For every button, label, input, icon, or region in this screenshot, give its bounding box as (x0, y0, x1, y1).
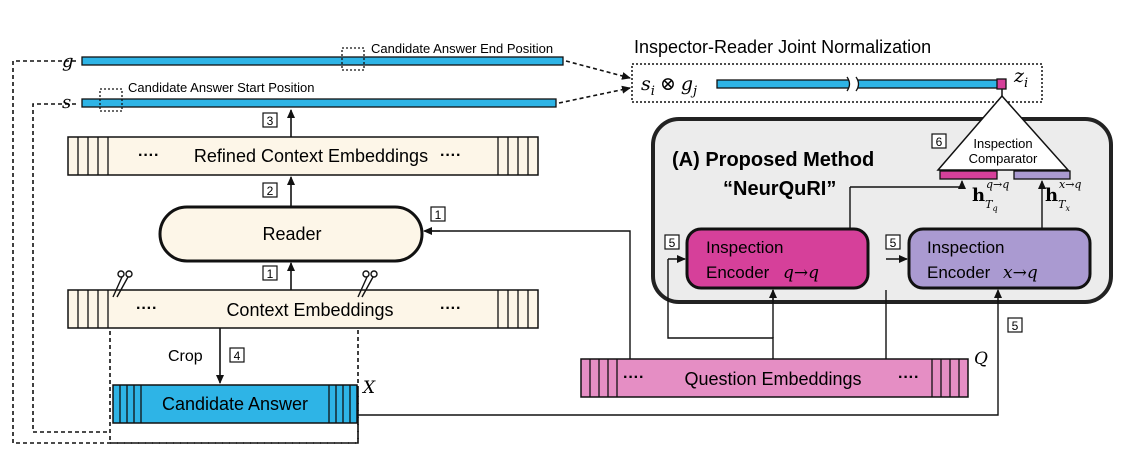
svg-text:q→q: q→q (783, 263, 819, 283)
step-6: 6 (931, 133, 947, 149)
svg-text:1: 1 (435, 208, 442, 222)
inspection-encoder-qq: Inspection Encoder q→q (685, 227, 870, 290)
end-position-label: Candidate Answer End Position (371, 41, 553, 56)
start-position-label: Candidate Answer Start Position (128, 80, 314, 95)
svg-text:5: 5 (890, 236, 897, 250)
refined-context-embeddings: ···· ···· Refined Context Embeddings (67, 136, 539, 176)
g-label: g (62, 51, 74, 72)
inspection-encoder-xq: Inspection Encoder x→q (907, 227, 1092, 290)
s-to-normalization-arrow (558, 85, 631, 104)
start-position-marker (99, 88, 123, 112)
method-title: (A) Proposed Method (672, 149, 874, 171)
crop-label: Crop (168, 348, 203, 365)
svg-text:1: 1 (267, 267, 274, 281)
reader-box: Reader (158, 205, 424, 263)
svg-text:Inspection: Inspection (706, 238, 784, 257)
end-position-bar (81, 56, 564, 66)
start-position-bar (81, 98, 557, 108)
outer-dashed-frame (12, 60, 359, 444)
step-3: 3 (262, 112, 278, 128)
step-2: 2 (262, 182, 278, 198)
zi-label: zi (1013, 65, 1028, 91)
svg-text:Inspection: Inspection (973, 136, 1032, 151)
scissors-icon (357, 270, 378, 298)
bar-break (846, 76, 860, 92)
g-to-normalization-arrow (565, 60, 631, 80)
zi-cell (996, 78, 1007, 90)
question-embeddings-label: Question Embeddings (684, 369, 861, 389)
step-5-mid: 5 (885, 234, 901, 250)
svg-text:5: 5 (669, 236, 676, 250)
question-embeddings: ···· ···· Question Embeddings (580, 358, 969, 398)
s-label: s (62, 92, 71, 113)
h-x-superscript: x→q (1059, 178, 1081, 191)
svg-text:Encoder: Encoder (706, 263, 770, 282)
svg-text:····: ···· (138, 147, 159, 164)
svg-text:····: ···· (440, 147, 461, 164)
svg-text:Inspection: Inspection (927, 238, 1005, 257)
svg-text:····: ···· (623, 369, 644, 386)
svg-text:5: 5 (1012, 319, 1019, 333)
svg-text:x→q: x→q (1003, 263, 1038, 283)
joint-normalization-title: Inspector-Reader Joint Normalization (634, 37, 931, 57)
h-x-bar (1013, 170, 1071, 180)
h-x-label: hTx (1045, 185, 1070, 213)
joint-normalization-box (631, 63, 1043, 103)
svg-text:····: ···· (440, 300, 461, 317)
h-q-superscript: q→q (986, 178, 1009, 191)
step-4: 4 (229, 347, 245, 363)
step-5-right: 5 (1007, 317, 1023, 333)
h-q-label: hTq (972, 185, 998, 213)
context-embeddings: ···· ···· Context Embeddings (67, 289, 539, 329)
inspection-comparator: Inspection Comparator (936, 94, 1070, 171)
normalization-formula: si⊗gj (641, 73, 697, 99)
svg-text:····: ···· (898, 369, 919, 386)
svg-text:4: 4 (234, 349, 241, 363)
svg-text:3: 3 (267, 114, 274, 128)
question-wiring (425, 230, 887, 359)
svg-text:····: ···· (136, 300, 157, 317)
step-1-reader: 1 (430, 206, 446, 222)
candidate-answer-box: Candidate Answer (112, 384, 358, 424)
svg-text:Encoder: Encoder (927, 263, 991, 282)
q-label: Q (974, 349, 988, 369)
x-label: X (361, 378, 376, 398)
reader-label: Reader (262, 224, 321, 244)
context-label: Context Embeddings (226, 300, 393, 320)
scissors-icon (112, 270, 133, 298)
method-name: “NeurQuRI” (723, 178, 836, 200)
step-5-left: 5 (664, 234, 680, 250)
svg-text:Comparator: Comparator (969, 151, 1038, 166)
end-position-marker (341, 47, 365, 71)
candidate-answer-label: Candidate Answer (162, 394, 308, 414)
h-q-bar (939, 170, 998, 180)
svg-text:6: 6 (936, 135, 943, 149)
refined-context-label: Refined Context Embeddings (194, 146, 428, 166)
svg-text:2: 2 (267, 184, 274, 198)
candidate-to-enc2-wire (357, 300, 999, 416)
step-1-context: 1 (262, 265, 278, 281)
